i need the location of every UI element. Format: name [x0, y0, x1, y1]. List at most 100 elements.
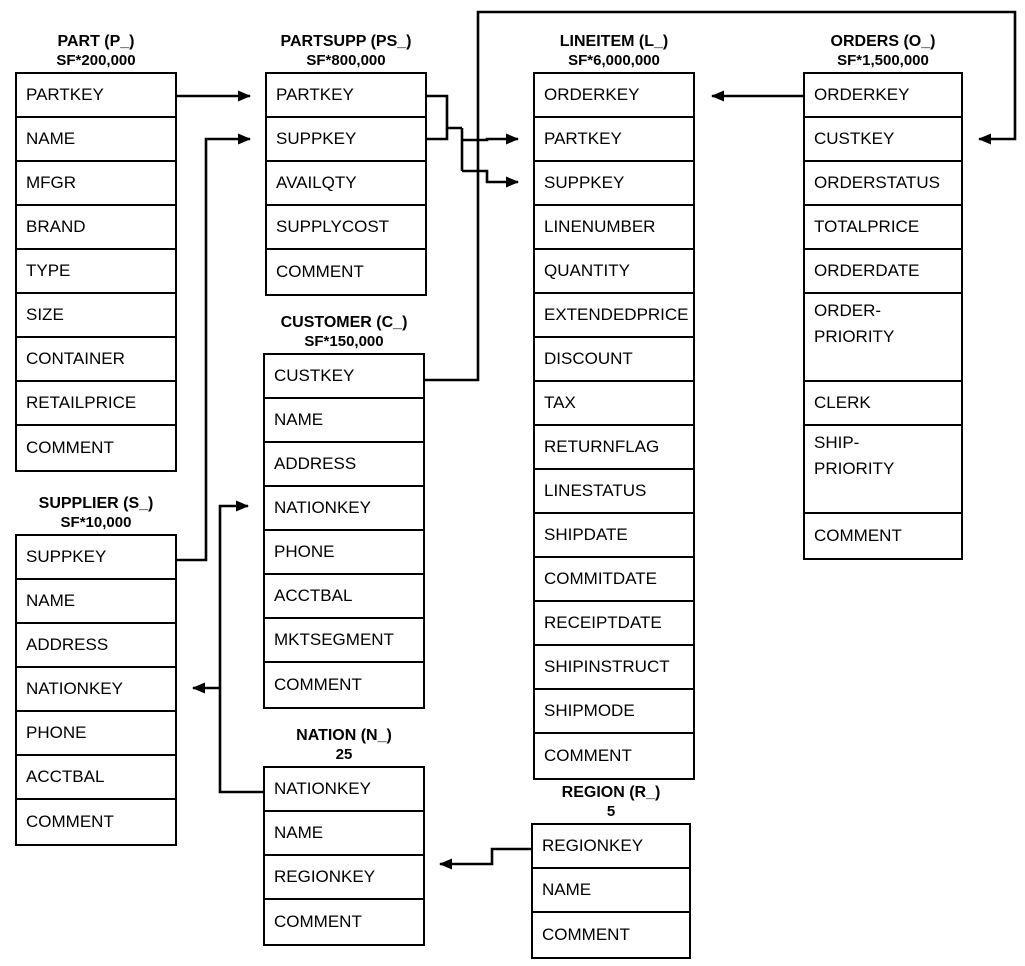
connector-trunk-to-lineitem-suppkey — [462, 169, 519, 188]
column-row[interactable]: SHIP- PRIORITY — [805, 426, 961, 514]
column-label-line: PRIORITY — [814, 459, 895, 478]
entity-title-region: REGION (R_) — [561, 784, 661, 801]
column-row[interactable]: ACCTBAL — [265, 575, 423, 619]
column-row[interactable]: REGIONKEY — [265, 856, 423, 900]
column-row[interactable]: SIZE — [17, 294, 175, 338]
column-row[interactable]: NAME — [17, 580, 175, 624]
connector-region-regionkey-to-nation-regionkey — [439, 847, 531, 870]
column-row[interactable]: RECEIPTDATE — [535, 602, 693, 646]
entity-cardinality-partsupp: SF*800,000 — [306, 52, 386, 69]
column-row[interactable]: QUANTITY — [535, 250, 693, 294]
column-row[interactable]: COMMENT — [274, 675, 362, 694]
column-row[interactable]: CLERK — [805, 382, 961, 426]
column-label-line: SHIP- — [814, 433, 860, 452]
column-row[interactable]: SUPPKEY — [267, 118, 425, 162]
column-row[interactable]: TYPE — [17, 250, 175, 294]
entity-title-partsupp: PARTSUPP (PS_) — [280, 33, 412, 50]
column-row[interactable]: ORDERKEY — [535, 74, 693, 118]
entity-cardinality-orders: SF*1,500,000 — [837, 52, 929, 69]
column-row[interactable]: MKTSEGMENT — [265, 619, 423, 663]
column-row[interactable]: COMMENT — [26, 438, 114, 457]
column-label-line: PRIORITY — [814, 327, 895, 346]
connector-partsupp-partkey-trunk — [427, 94, 462, 130]
column-row[interactable]: PARTKEY — [17, 74, 175, 118]
column-row[interactable]: PHONE — [265, 531, 423, 575]
entity-title-part: PART (P_) — [57, 33, 135, 50]
column-row[interactable]: SUPPKEY — [17, 536, 175, 580]
connector-nation-nationkey-trunk — [218, 500, 263, 794]
column-row[interactable]: SUPPKEY — [535, 162, 693, 206]
column-row[interactable]: COMMENT — [26, 812, 114, 831]
connector-supplier-suppkey-to-partsupp-suppkey — [177, 133, 251, 562]
column-row[interactable]: NAME — [17, 118, 175, 162]
column-row[interactable]: LINENUMBER — [535, 206, 693, 250]
column-row[interactable]: CONTAINER — [17, 338, 175, 382]
column-row[interactable]: ORDERSTATUS — [805, 162, 961, 206]
column-row[interactable]: TOTALPRICE — [805, 206, 961, 250]
entity-cardinality-customer: SF*150,000 — [304, 333, 384, 350]
entity-title-customer: CUSTOMER (C_) — [280, 314, 408, 331]
column-row[interactable]: NATIONKEY — [17, 668, 175, 712]
column-row[interactable]: ADDRESS — [265, 443, 423, 487]
column-row[interactable]: NAME — [265, 399, 423, 443]
column-row[interactable]: COMMENT — [274, 912, 362, 931]
entity-cardinality-lineitem: SF*6,000,000 — [568, 52, 660, 69]
column-row[interactable]: COMMENT — [544, 746, 632, 765]
entity-cardinality-region: 5 — [606, 803, 616, 820]
column-row[interactable]: ACCTBAL — [17, 756, 175, 800]
column-row[interactable]: LINESTATUS — [535, 470, 693, 514]
column-row[interactable]: SUPPLYCOST — [267, 206, 425, 250]
column-row[interactable]: SHIPMODE — [535, 690, 693, 734]
column-row[interactable]: ORDERKEY — [805, 74, 961, 118]
entity-cardinality-nation: 25 — [335, 746, 353, 763]
column-row[interactable]: COMMENT — [542, 925, 630, 944]
column-row[interactable]: NAME — [533, 869, 689, 913]
column-row[interactable]: NAME — [265, 812, 423, 856]
column-row[interactable]: TAX — [535, 382, 693, 426]
column-row[interactable]: REGIONKEY — [533, 825, 689, 869]
column-row[interactable]: MFGR — [17, 162, 175, 206]
column-row[interactable]: EXTENDEDPRICE — [535, 294, 693, 338]
column-row[interactable]: ADDRESS — [17, 624, 175, 668]
column-row[interactable]: NATIONKEY — [265, 768, 423, 812]
entity-title-lineitem: LINEITEM (L_) — [559, 33, 669, 50]
column-row[interactable]: COMMENT — [814, 526, 902, 545]
entity-cardinality-supplier: SF*10,000 — [60, 514, 132, 531]
column-row[interactable]: PARTKEY — [267, 74, 425, 118]
column-row[interactable]: SHIPDATE — [535, 514, 693, 558]
column-row[interactable]: DISCOUNT — [535, 338, 693, 382]
column-row[interactable]: AVAILQTY — [267, 162, 425, 206]
column-row[interactable]: RETURNFLAG — [535, 426, 693, 470]
column-row[interactable]: CUSTKEY — [265, 355, 423, 399]
column-row[interactable]: BRAND — [17, 206, 175, 250]
column-row[interactable]: COMMITDATE — [535, 558, 693, 602]
entity-cardinality-part: SF*200,000 — [56, 52, 136, 69]
column-row[interactable]: COMMENT — [276, 262, 364, 281]
column-row[interactable]: ORDERDATE — [805, 250, 961, 294]
entity-title-nation: NATION (N_) — [296, 727, 392, 744]
column-row[interactable]: SHIPINSTRUCT — [535, 646, 693, 690]
column-row[interactable]: PHONE — [17, 712, 175, 756]
column-label-line: ORDER- — [814, 301, 882, 320]
connector-partsupp-suppkey-trunk — [427, 128, 449, 141]
column-row[interactable]: ORDER- PRIORITY — [805, 294, 961, 382]
column-row[interactable]: CUSTKEY — [805, 118, 961, 162]
column-row[interactable]: RETAILPRICE — [17, 382, 175, 426]
column-row[interactable]: NATIONKEY — [265, 487, 423, 531]
column-row[interactable]: PARTKEY — [535, 118, 693, 162]
